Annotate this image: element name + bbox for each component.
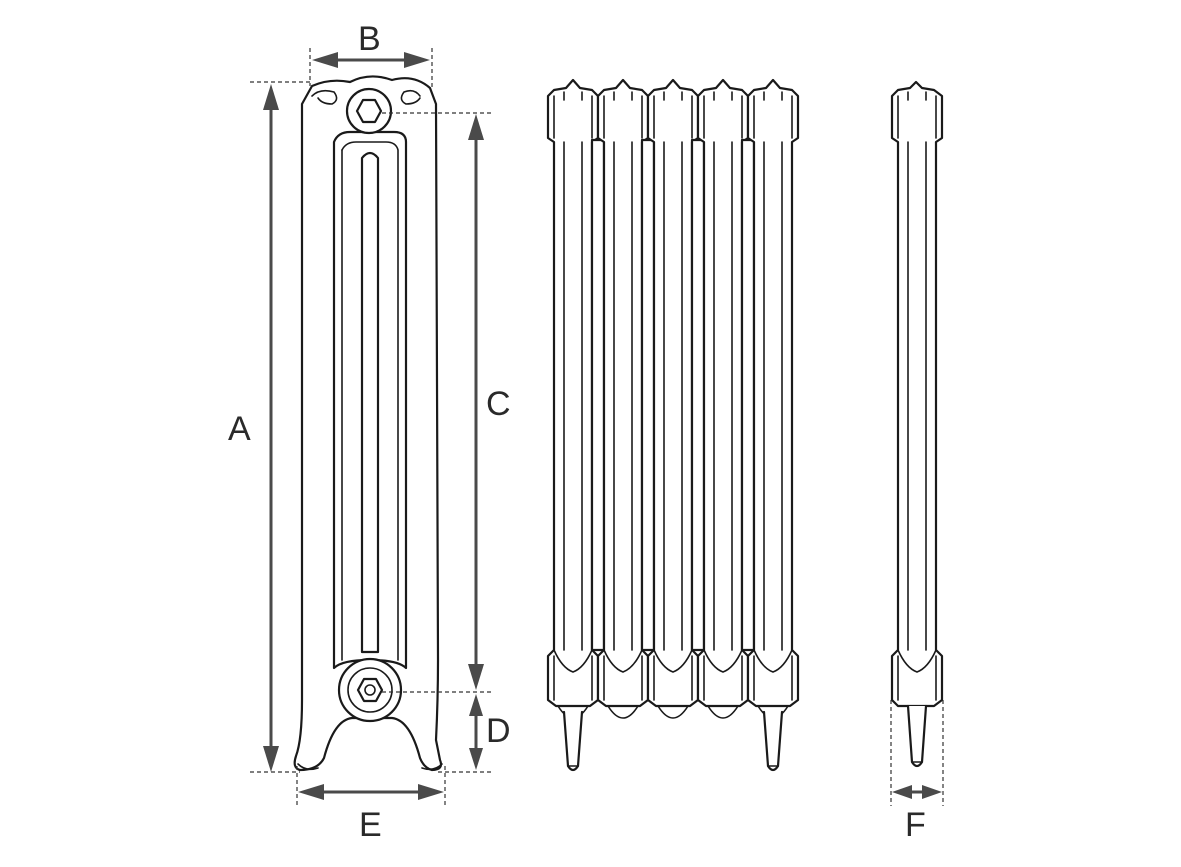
dimension-a xyxy=(263,84,279,772)
section-5 xyxy=(746,78,800,708)
front-view-section xyxy=(293,75,443,772)
dimension-f-label: F xyxy=(905,806,926,844)
dimension-d xyxy=(469,694,483,770)
bottom-hex-plug xyxy=(356,677,384,703)
section-4 xyxy=(696,78,750,708)
side-leg xyxy=(906,704,928,768)
section-2 xyxy=(596,78,650,708)
section-connector-2 xyxy=(640,138,656,652)
dimension-c-label: C xyxy=(486,385,511,423)
dimension-e xyxy=(298,784,444,800)
dimension-d-label: D xyxy=(486,712,511,750)
section-connector-3 xyxy=(690,138,706,652)
dimension-e-label: E xyxy=(359,806,382,844)
dimension-b-label: B xyxy=(358,20,381,58)
dimension-c xyxy=(468,114,484,690)
front-view-extension-lines xyxy=(250,48,492,806)
leg-left xyxy=(562,710,584,772)
side-view-extension-lines xyxy=(890,700,944,806)
top-hex-plug xyxy=(355,98,383,124)
dimension-a-label: A xyxy=(228,410,251,448)
dimension-f xyxy=(892,785,942,799)
section-3 xyxy=(646,78,700,708)
section-1 xyxy=(546,78,600,708)
side-top-cap xyxy=(890,80,944,708)
dimension-b xyxy=(312,52,430,68)
multi-section-side-view xyxy=(546,78,800,772)
section-connector-4 xyxy=(740,138,756,652)
section-central-column xyxy=(360,151,380,654)
single-section-side-view xyxy=(890,80,944,768)
leg-right xyxy=(762,710,784,772)
section-connector-1 xyxy=(590,138,606,652)
